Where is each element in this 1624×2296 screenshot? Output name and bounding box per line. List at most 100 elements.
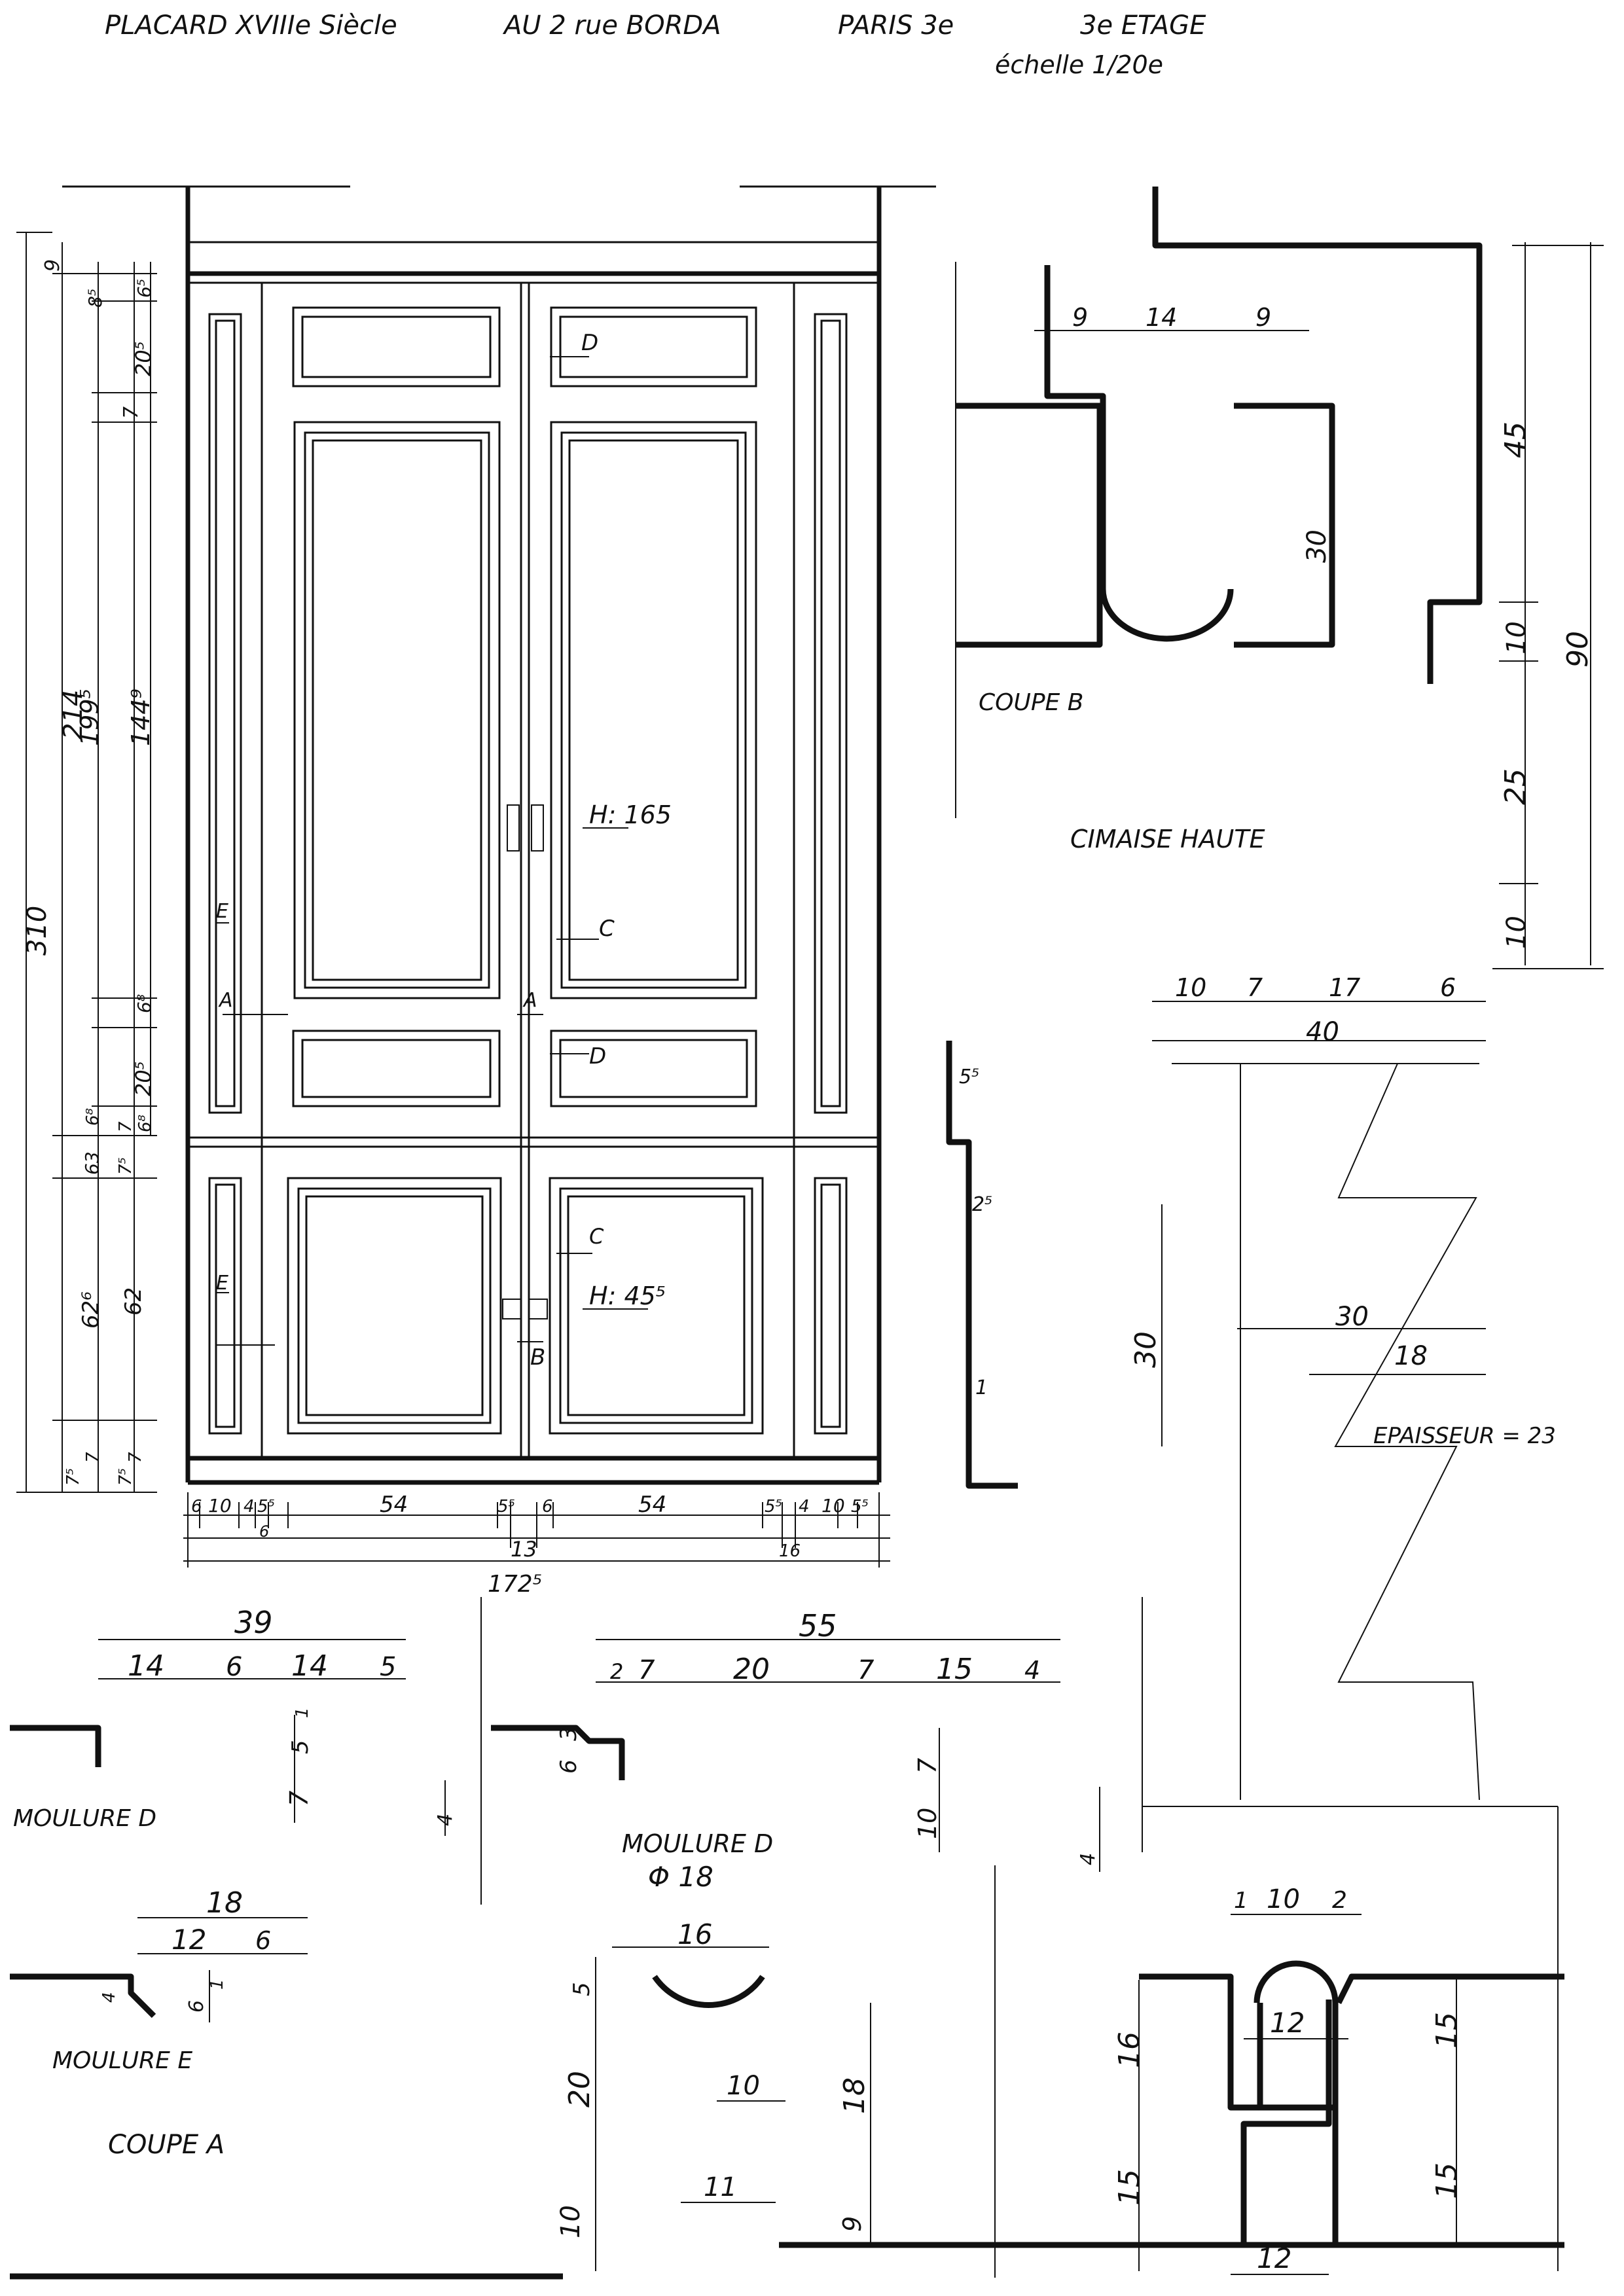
moulure-e: 18 12 6 6 1 4 MOULURE E <box>10 1886 308 2074</box>
separator-lines <box>480 1597 1559 2278</box>
md-right-v3: 3 <box>556 1727 582 1741</box>
right-pilaster-lower-panel <box>814 1177 848 1435</box>
dim-6d: 6⁸ <box>135 1115 155 1132</box>
marker-d-mid: D <box>589 1043 606 1069</box>
dim-310: 310 <box>22 906 52 956</box>
cimaise-dim-10a: 10 <box>1502 621 1532 655</box>
marker-a-right: A <box>522 989 537 1012</box>
floor: 3e ETAGE <box>1080 10 1206 41</box>
cimaise-haute-profile: 45 10 90 25 10 10 7 17 6 40 CIMAISE HAUT… <box>1070 187 1604 1047</box>
ca-phi: Φ 18 <box>648 1861 713 1893</box>
dim-626: 62⁶ <box>78 1291 104 1329</box>
left-pilaster-upper-panel <box>208 313 242 1114</box>
height-lower: H: 45⁵ <box>589 1282 666 1310</box>
md-left-b: 6 <box>226 1652 242 1682</box>
left-pilaster-lower-panel <box>208 1177 242 1435</box>
marker-c-lower: C <box>589 1224 604 1249</box>
marker-e-lower: E <box>216 1272 228 1295</box>
dim-b-54a: 54 <box>380 1492 408 1518</box>
ca-w10: 10 <box>727 2071 760 2101</box>
coupe-b-dim-c: 9 <box>1255 303 1271 332</box>
left-door-handle <box>507 804 520 852</box>
rs-v15c: 15 <box>1430 2162 1464 2199</box>
dim-b-13: 13 <box>511 1537 537 1562</box>
title-block: PLACARD XVIIIe Siècle AU 2 rue BORDA PAR… <box>105 10 1206 79</box>
marker-b: B <box>530 1344 545 1371</box>
dim-7f: 7 <box>126 1452 145 1463</box>
moulure-d-right: 55 2 7 20 7 15 4 6 3 7 10 4 MOULURE D <box>491 1597 1143 1872</box>
dim-6c: 6⁸ <box>83 1108 103 1126</box>
md-right-c: 20 <box>733 1653 770 1686</box>
md-right-label: MOULURE D <box>622 1829 773 1858</box>
coupe-b-section: 9 14 9 30 COUPE B <box>955 262 1335 818</box>
md-left-c: 14 <box>291 1649 328 1683</box>
dim-b-4b: 4 <box>799 1497 810 1516</box>
md-right-total: 55 <box>799 1608 837 1643</box>
dim-b-54b: 54 <box>638 1492 666 1518</box>
me-v6: 6 <box>185 2000 208 2013</box>
mid-dim-w18: 18 <box>1394 1341 1428 1371</box>
cimaise-label: CIMAISE HAUTE <box>1070 825 1265 853</box>
left-dimension-chain: 310 214 199⁵ 144⁹ 9 8⁵ 6⁵ 20⁵ 7 6⁸ 20⁵ 6… <box>16 232 157 1493</box>
md-right-f: 4 <box>1024 1656 1040 1685</box>
height-upper: H: 165 <box>589 800 672 829</box>
dim-7e: 7⁵ <box>116 1468 135 1486</box>
me-a: 12 <box>171 1924 206 1956</box>
coupe-b-label: COUPE B <box>979 689 1083 716</box>
ca-d16: 16 <box>677 1918 712 1950</box>
mid-dim-h30: 30 <box>1129 1331 1163 1368</box>
md-right-v6: 6 <box>556 1759 582 1774</box>
rs-w12a: 12 <box>1270 2007 1305 2039</box>
cimaise-dim-90: 90 <box>1561 631 1595 668</box>
md-right-v10: 10 <box>913 1808 942 1839</box>
city: PARIS 3e <box>838 10 954 41</box>
coupe-b-dim-h: 30 <box>1302 529 1332 563</box>
ca-v18: 18 <box>838 2077 871 2114</box>
mid-dim-55: 5⁵ <box>959 1066 979 1088</box>
coupe-b-dim-b: 14 <box>1146 303 1177 332</box>
upper-left-main-panel <box>293 421 501 999</box>
cimaise-dim-10b: 10 <box>1502 916 1532 949</box>
upper-left-frieze-panel <box>292 306 501 387</box>
upper-left-low-panel <box>292 1030 501 1107</box>
md-left-v4: 4 <box>434 1814 457 1826</box>
dim-6b: 6⁸ <box>134 994 155 1013</box>
dim-144: 144⁹ <box>126 689 155 746</box>
marker-a-left: A <box>218 989 233 1012</box>
epaisseur-label: EPAISSEUR = 23 <box>1373 1423 1556 1449</box>
dim-b-6b: 6 <box>259 1522 269 1541</box>
rs-t10: 10 <box>1267 1884 1300 1914</box>
dim-75: 7⁵ <box>116 1157 135 1175</box>
me-v1: 1 <box>208 1979 227 1990</box>
dim-20a: 20⁵ <box>131 341 156 376</box>
right-bottom-section: 1 10 2 12 16 15 15 15 12 <box>1113 1884 1564 2275</box>
ca-w11: 11 <box>704 2172 737 2202</box>
dim-214: 214 <box>58 690 88 740</box>
mid-dim-1: 1 <box>975 1376 988 1399</box>
moulure-d-left: 39 14 6 14 5 5 7 1 4 MOULURE D <box>10 1597 482 1846</box>
cimaise-dim-45: 45 <box>1499 422 1532 458</box>
md-right-b: 7 <box>638 1655 655 1685</box>
ca-v20: 20 <box>563 2071 596 2108</box>
dim-7a: 7 <box>120 406 143 419</box>
address: AU 2 rue BORDA <box>502 10 721 41</box>
rs-w12b: 12 <box>1257 2242 1291 2274</box>
rs-v15a: 15 <box>1113 2169 1146 2206</box>
md-left-v7: 7 <box>285 1791 314 1806</box>
dim-63: 63 <box>81 1151 103 1175</box>
dim-b-6: 6 <box>191 1497 202 1516</box>
ca-v10: 10 <box>556 2205 586 2238</box>
rs-t1: 1 <box>1234 1888 1248 1914</box>
md-left-d: 5 <box>380 1652 396 1682</box>
cimaise-dim-h17: 17 <box>1329 973 1360 1002</box>
mid-dim-25: 2⁵ <box>972 1193 992 1216</box>
dim-9: 9 <box>41 259 64 272</box>
mid-dim-w30: 30 <box>1335 1302 1369 1332</box>
scale: échelle 1/20e <box>995 50 1163 79</box>
rs-v16: 16 <box>1113 2032 1146 2068</box>
cimaise-dim-h6: 6 <box>1440 973 1456 1002</box>
dim-7c: 7⁵ <box>63 1468 83 1486</box>
dim-b-5b: 5⁵ <box>497 1497 515 1516</box>
upper-right-low-panel <box>550 1030 757 1107</box>
